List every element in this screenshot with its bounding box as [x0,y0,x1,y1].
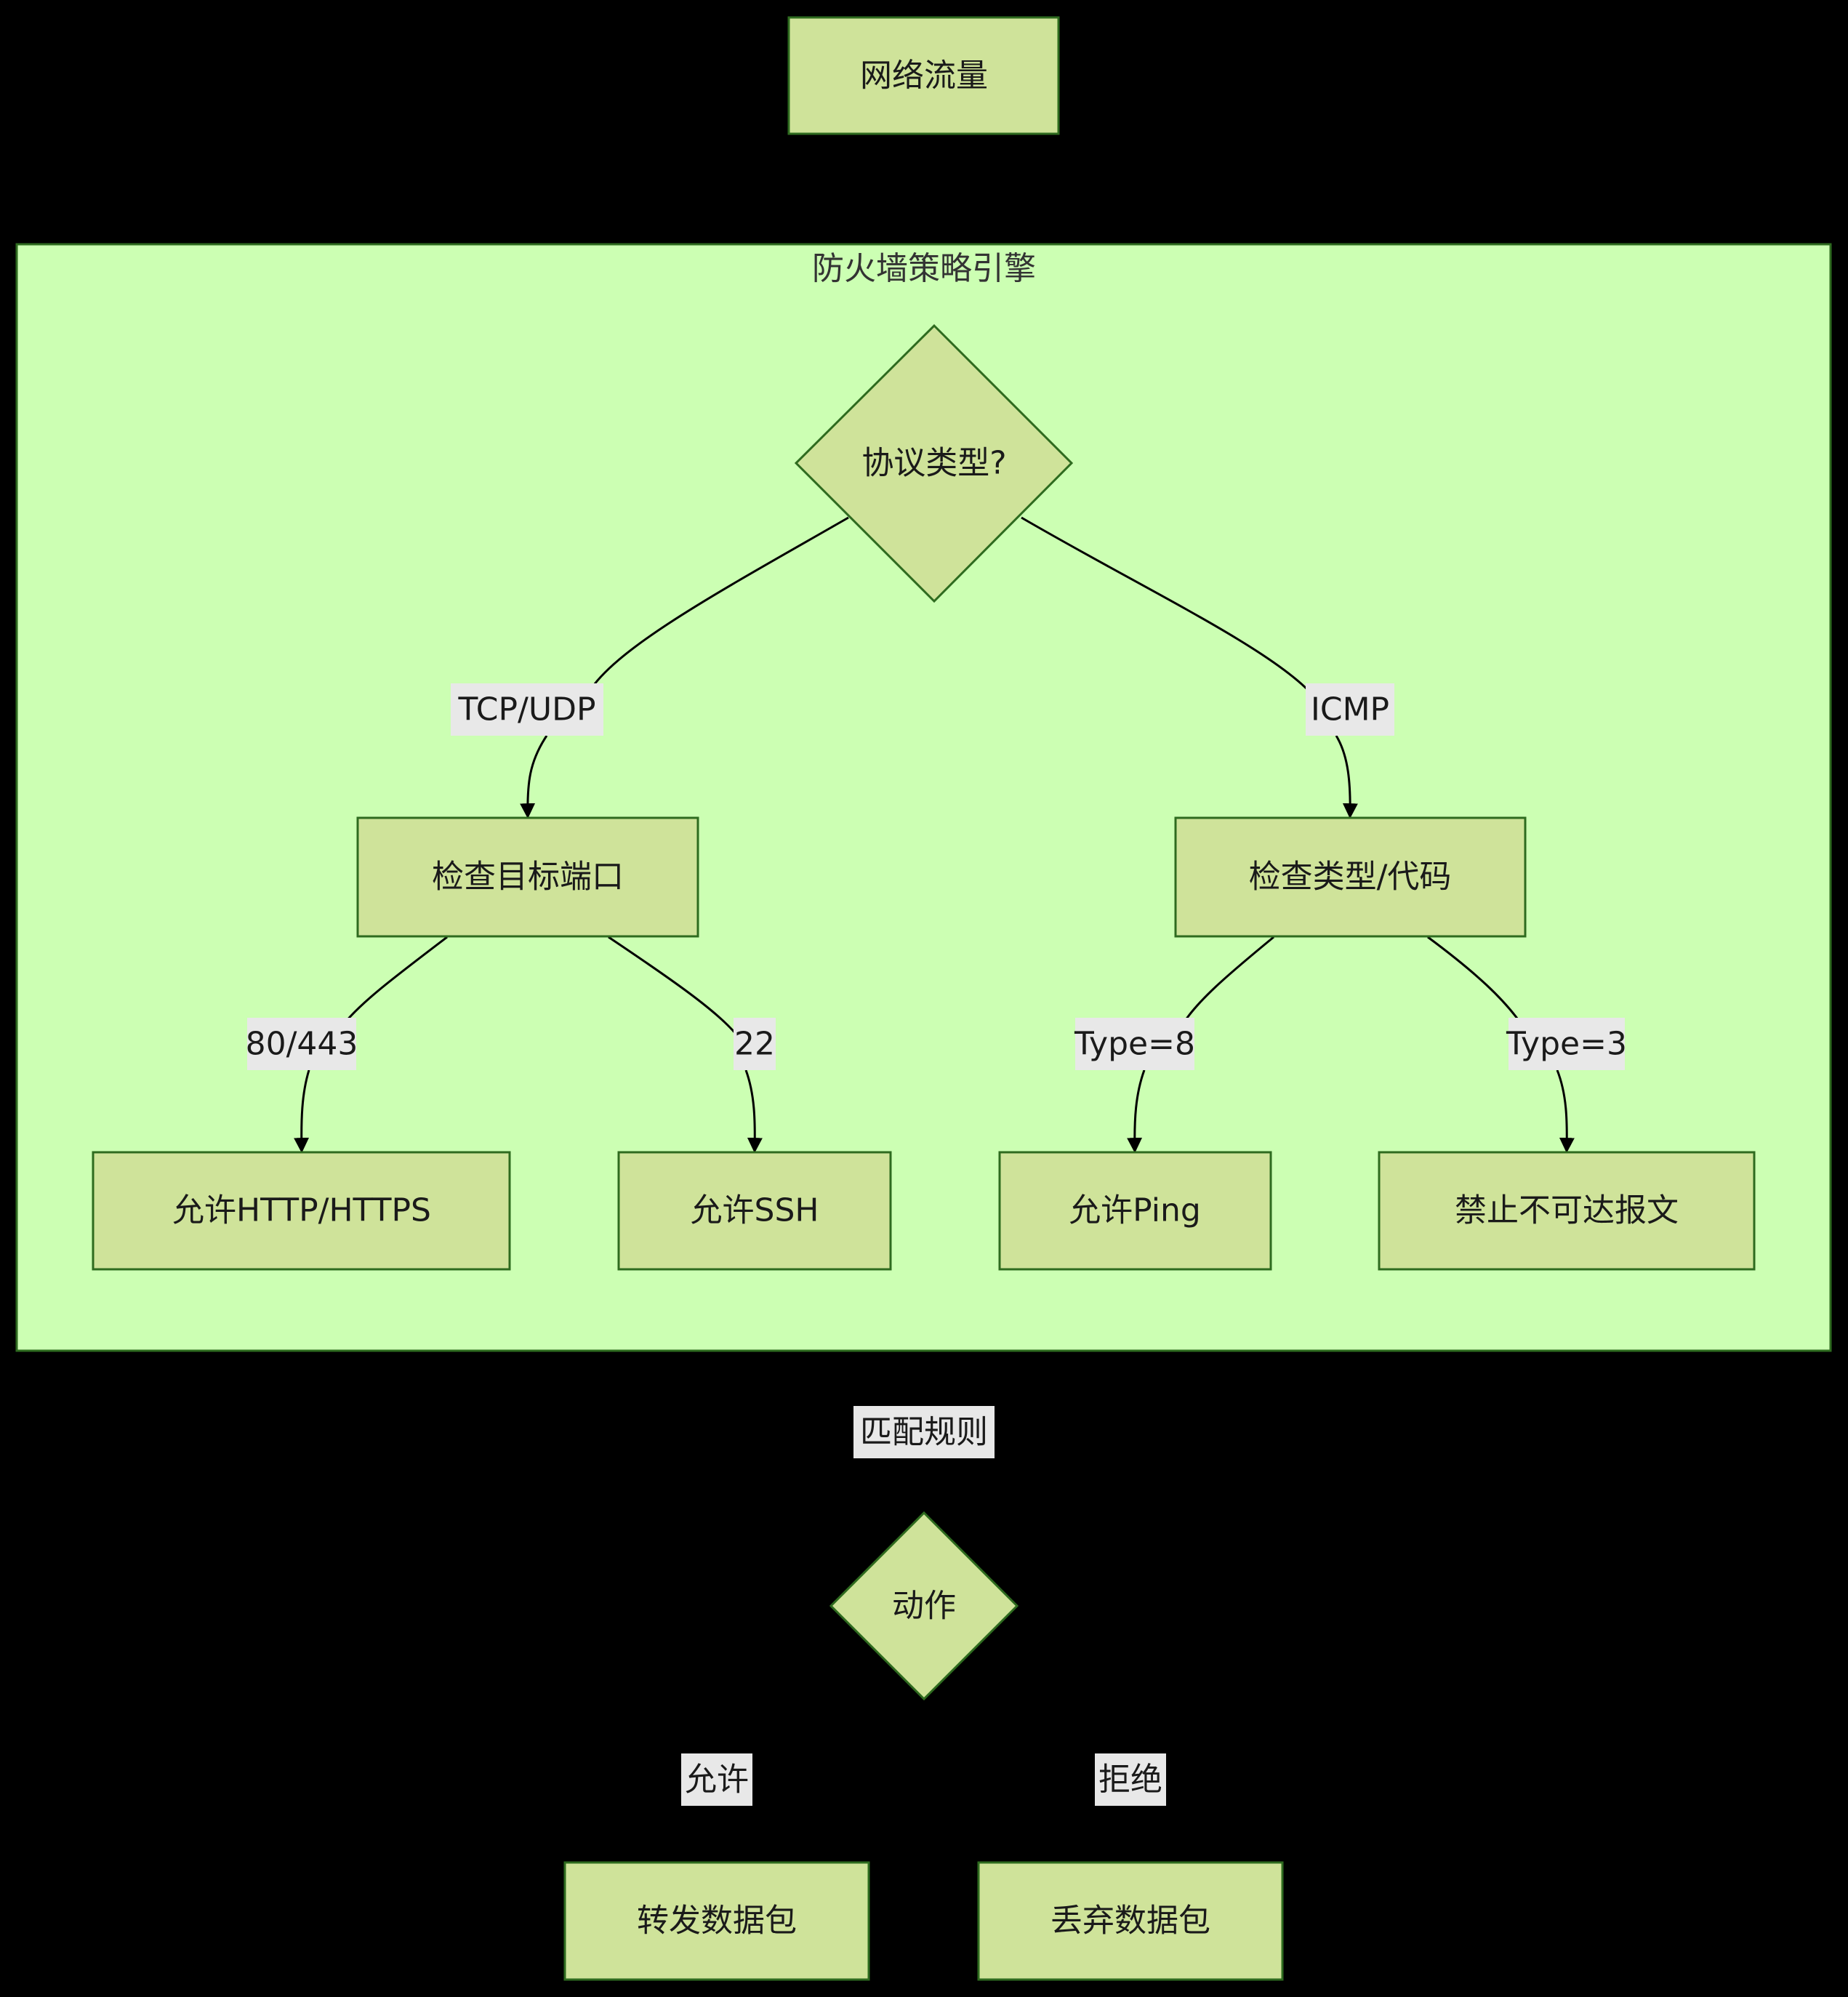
node-network-traffic-label: 网络流量 [860,57,988,95]
node-allow-ping-label: 允许Ping [1069,1192,1201,1229]
edge-checktype-3 [1427,936,1524,1027]
cluster-title: 防火墙策略引擎 [812,250,1036,287]
node-forward-packet [563,1861,870,1981]
node-action-label: 动作 [892,1588,956,1625]
svg-text:匹配规则: 匹配规则 [860,1414,988,1451]
node-deny-unreachable-label: 禁止不可达报文 [1455,1192,1679,1229]
node-network-traffic [787,16,1060,135]
node-check-port-label: 检查目标端口 [432,859,624,896]
edge-8-allowping [1127,1069,1146,1154]
edge-label-deny: 拒绝 [1095,1753,1166,1806]
edge-22-allowssh [744,1069,763,1154]
svg-text:22: 22 [734,1026,775,1063]
edge-label-type-8: Type=8 [1074,1018,1195,1070]
node-drop-packet [977,1861,1284,1981]
node-protocol-decision [794,324,1074,603]
node-allow-ssh-label: 允许SSH [691,1192,819,1229]
node-protocol-label: 协议类型? [861,445,1006,482]
node-action-decision [829,1511,1019,1701]
edge-label-tcp-udp: TCP/UDP [451,683,603,736]
edge-label-22: 22 [734,1018,776,1070]
edge-80-allowhttp [294,1069,310,1154]
node-allow-ping [998,1151,1272,1271]
svg-text:80/443: 80/443 [246,1026,358,1063]
edge-3-deny [1556,1069,1575,1154]
node-deny-unreachable [1378,1151,1756,1271]
node-drop-packet-label: 丢弃数据包 [1050,1902,1210,1940]
svg-text:ICMP: ICMP [1311,691,1389,728]
svg-text:Type=8: Type=8 [1074,1026,1195,1063]
edge-label-allow: 允许 [681,1753,752,1806]
node-allow-ssh [617,1151,892,1271]
node-forward-packet-label: 转发数据包 [637,1902,797,1940]
edge-protocol-tcp [587,516,849,693]
edge-checktype-8 [1180,936,1274,1027]
edge-label-80-443: 80/443 [246,1018,358,1070]
edge-label-icmp: ICMP [1306,683,1394,736]
edge-checkport-22 [608,936,737,1034]
svg-text:TCP/UDP: TCP/UDP [458,691,596,728]
edge-label-type-3: Type=3 [1506,1018,1627,1070]
node-allow-http-label: 允许HTTP/HTTPS [172,1192,431,1229]
node-check-type-label: 检查类型/代码 [1249,859,1452,896]
svg-text:拒绝: 拒绝 [1098,1761,1162,1799]
edge-label-match-rule: 匹配规则 [853,1406,995,1458]
edge-protocol-icmp [1021,516,1311,694]
node-check-port [356,816,699,938]
svg-text:Type=3: Type=3 [1506,1026,1627,1063]
node-check-type [1174,816,1527,938]
node-allow-http [92,1151,511,1271]
edge-icmp-checktype [1335,735,1358,819]
svg-text:允许: 允许 [685,1761,749,1799]
edge-tcp-checkport [520,735,548,819]
